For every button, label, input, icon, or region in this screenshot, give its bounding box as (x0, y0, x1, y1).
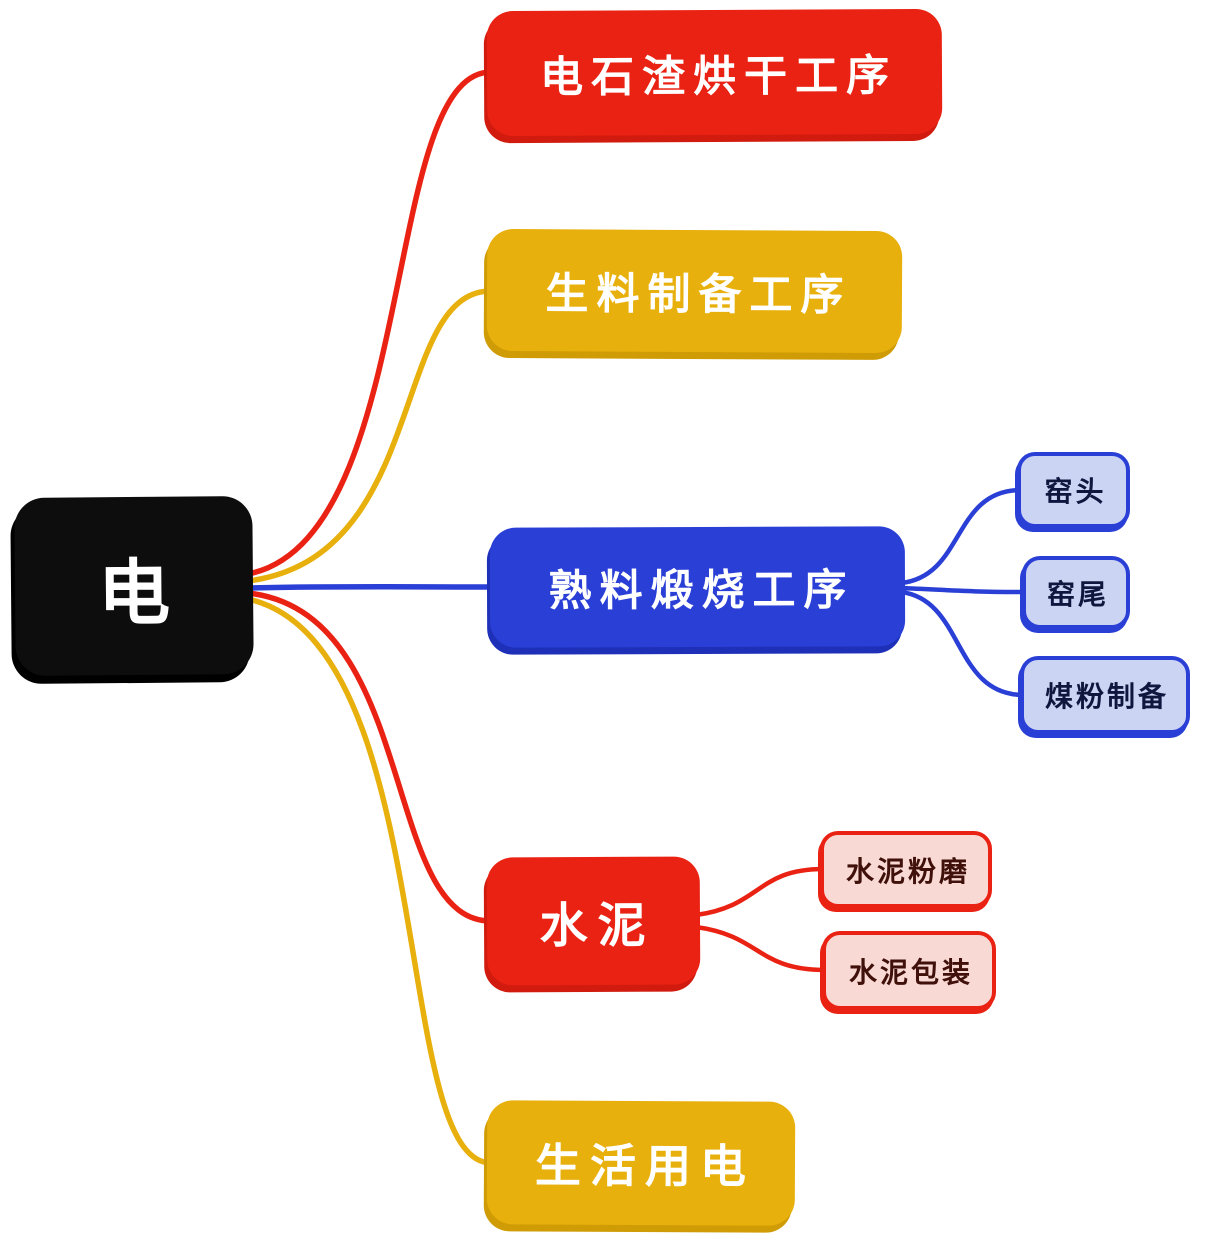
edge-clinker-to-kiln-head (898, 487, 1024, 586)
edge-clinker-to-kiln-tail (898, 585, 1029, 595)
node-cement-grinding-label: 水泥粉磨 (845, 854, 970, 888)
node-kiln-tail-label: 窑尾 (1046, 577, 1109, 611)
node-cement-grinding[interactable]: 水泥粉磨 (820, 831, 992, 908)
node-electricity-root-label: 电 (97, 550, 171, 635)
edge-cement-to-cement-grinding (693, 866, 827, 918)
node-clinker-calcination-process[interactable]: 熟料煅烧工序 (489, 526, 906, 648)
node-kiln-head[interactable]: 窑头 (1017, 452, 1130, 528)
node-cement-label: 水泥 (539, 897, 656, 955)
edge-root-to-domestic-electricity (245, 596, 494, 1166)
node-cement[interactable]: 水泥 (486, 856, 701, 986)
node-carbide-slag-drying-process[interactable]: 电石渣烘干工序 (486, 8, 943, 137)
node-domestic-electricity-label: 生活用电 (534, 1138, 756, 1194)
node-raw-meal-preparation-process[interactable]: 生料制备工序 (486, 228, 903, 354)
node-domestic-electricity[interactable]: 生活用电 (486, 1100, 796, 1226)
edge-root-to-raw-meal-preparation (245, 288, 494, 584)
node-coal-powder-preparation-label: 煤粉制备 (1044, 680, 1169, 713)
edge-cement-to-cement-packaging (693, 924, 829, 973)
node-coal-powder-preparation[interactable]: 煤粉制备 (1020, 656, 1190, 734)
node-raw-meal-preparation-label: 生料制备工序 (545, 269, 852, 321)
edge-root-to-clinker-calcination (245, 584, 497, 591)
edge-root-to-cement (245, 590, 494, 924)
node-carbide-slag-drying-label: 电石渣烘干工序 (539, 50, 898, 103)
node-kiln-tail[interactable]: 窑尾 (1022, 556, 1130, 629)
edge-clinker-to-coal-powder-preparation (898, 589, 1027, 698)
node-cement-packaging-label: 水泥包装 (848, 955, 973, 989)
node-electricity-root[interactable]: 电 (14, 495, 254, 677)
node-kiln-head-label: 窑头 (1044, 475, 1107, 508)
node-clinker-calcination-label: 熟料煅烧工序 (548, 565, 855, 617)
node-cement-packaging[interactable]: 水泥包装 (822, 931, 996, 1010)
edge-root-to-carbide-slag-drying (245, 69, 494, 577)
